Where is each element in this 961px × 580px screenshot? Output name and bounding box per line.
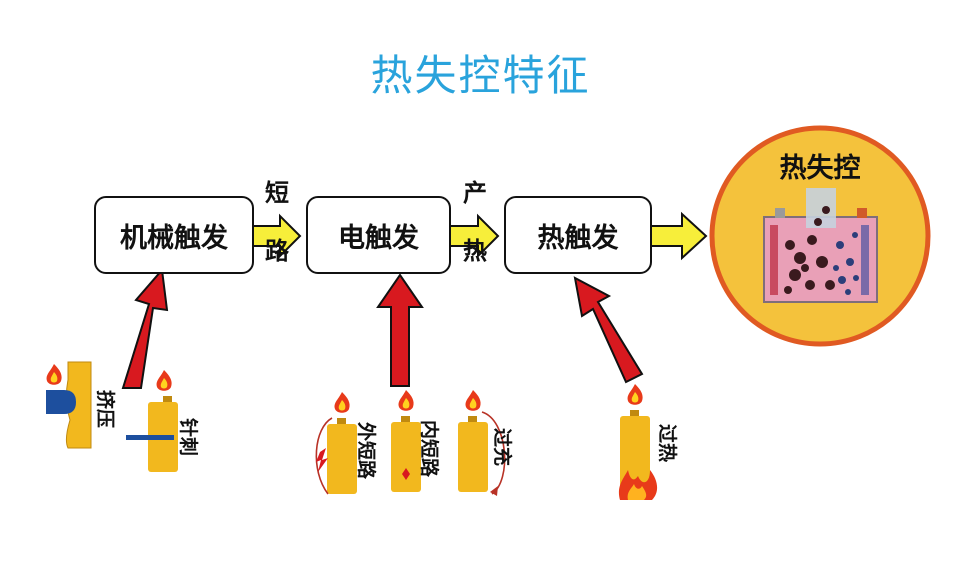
trigger-label-nail: 针刺 xyxy=(177,418,199,457)
link-label-short-circuit-text: 短路 xyxy=(265,179,289,265)
trigger-label-overheat: 过热 xyxy=(656,424,678,463)
thermal-runaway-illustration xyxy=(709,125,931,347)
link-label-heat-generation: 产热 xyxy=(460,176,490,292)
trigger-label-crush: 挤压 xyxy=(94,390,116,429)
stage-mechanical-trigger: 机械触发 xyxy=(94,196,254,274)
trigger-label-overcharge: 过充 xyxy=(491,428,513,467)
trigger-label-internal-short: 内短路 xyxy=(418,420,440,478)
arrow-short-circuit xyxy=(251,213,302,259)
battery-nail-icon xyxy=(126,370,178,472)
stage-thermal-trigger: 热触发 xyxy=(504,196,652,274)
battery-crush-icon xyxy=(46,361,92,449)
arrow-mechanical-trigger xyxy=(121,267,169,389)
arrow-heat-generation xyxy=(449,213,500,259)
arrow-to-thermal-runaway xyxy=(650,211,708,261)
battery-overcharge-icon xyxy=(458,390,506,496)
diagram-title: 热失控特征 xyxy=(370,51,591,100)
arrow-electrical-trigger xyxy=(376,273,424,387)
link-label-short-circuit: 短路 xyxy=(262,176,292,292)
battery-overheat-icon xyxy=(618,384,658,500)
trigger-label-external-short: 外短路 xyxy=(355,422,377,480)
battery-external-short-icon xyxy=(315,392,357,495)
link-label-heat-generation-text: 产热 xyxy=(463,179,487,265)
battery-internal-short-icon xyxy=(391,390,421,492)
stage-electrical-trigger: 电触发 xyxy=(306,196,451,274)
thermal-runaway-label: 热失控 xyxy=(779,153,861,184)
arrow-thermal-trigger xyxy=(573,276,644,384)
